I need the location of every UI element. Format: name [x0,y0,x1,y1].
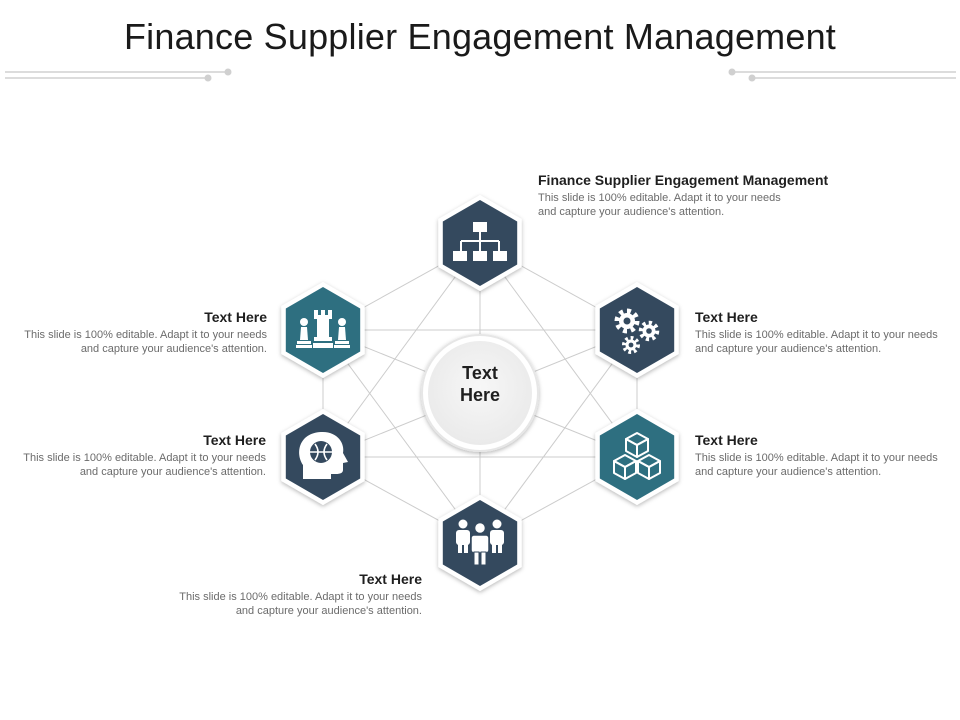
head-mind-icon [299,431,348,479]
hexagon-bottom [438,495,522,591]
hierarchy-icon [453,222,507,261]
center-label-line1: Text [462,363,498,383]
label-top-heading: Finance Supplier Engagement Management [538,172,829,188]
label-upper-right-heading: Text Here [695,309,758,325]
cubes-icon [613,432,661,480]
label-lower-left-body: This slide is 100% editable. Adapt it to… [23,452,266,478]
label-lower-right-body: This slide is 100% editable. Adapt it to… [695,452,938,478]
label-top-body: This slide is 100% editable. Adapt it to… [538,192,781,218]
header-decoration [5,68,956,82]
team-icon [456,519,504,566]
label-upper-right-body: This slide is 100% editable. Adapt it to… [695,329,938,355]
label-top: Finance Supplier Engagement Management T… [538,171,878,219]
label-upper-left-body: This slide is 100% editable. Adapt it to… [24,329,267,355]
center-label: Text Here [424,362,536,406]
label-bottom-body: This slide is 100% editable. Adapt it to… [179,591,422,617]
label-bottom: Text Here This slide is 100% editable. A… [170,570,422,618]
label-upper-left: Text Here This slide is 100% editable. A… [15,308,267,356]
gears-icon [614,308,660,354]
label-upper-right: Text Here This slide is 100% editable. A… [695,308,950,356]
label-bottom-heading: Text Here [359,571,422,587]
hexagon-upper-right [595,282,679,378]
hexagon-lower-left [281,409,365,505]
hexagon-upper-left [281,282,365,378]
label-lower-right-heading: Text Here [695,432,758,448]
center-circle [421,334,539,452]
label-lower-left-heading: Text Here [203,432,266,448]
slide-title: Finance Supplier Engagement Management [123,16,837,57]
label-lower-right: Text Here This slide is 100% editable. A… [695,431,950,479]
hexagon-top [438,195,522,291]
hexagon-lower-right [595,409,679,505]
center-label-line2: Here [459,385,501,405]
chess-icon [296,310,350,348]
label-lower-left: Text Here This slide is 100% editable. A… [14,431,266,479]
label-upper-left-heading: Text Here [204,309,267,325]
